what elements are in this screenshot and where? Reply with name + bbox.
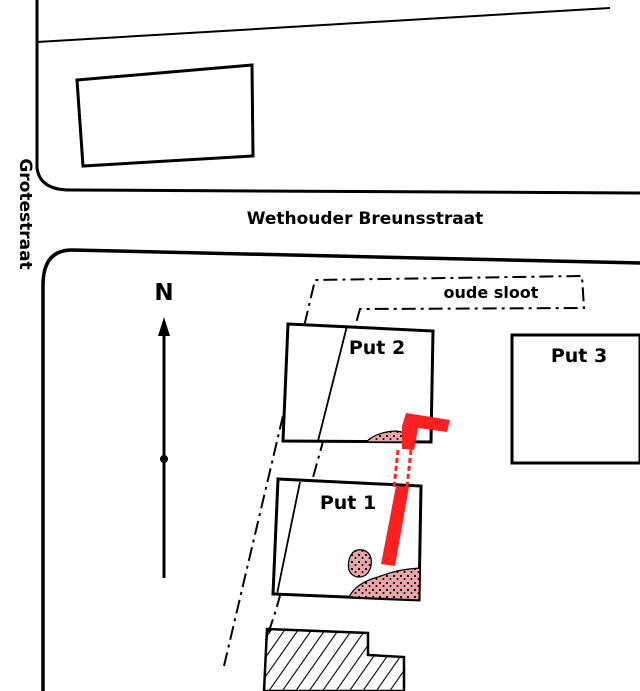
pit-label-put-2: Put 2 bbox=[349, 337, 405, 359]
street-edge-upper bbox=[35, 0, 640, 195]
old-ditch-label: oude sloot bbox=[444, 283, 539, 302]
building-hatched bbox=[262, 627, 406, 691]
old-ditch-outline bbox=[223, 274, 586, 667]
street-edge-top bbox=[36, 7, 611, 43]
north-arrow-icon bbox=[158, 317, 170, 578]
street-label-grotestraat: Grotestraat bbox=[15, 158, 35, 269]
street-label-wethouder-breunsstraat: Wethouder Breunsstraat bbox=[247, 209, 484, 229]
building-north bbox=[75, 63, 255, 168]
street-edge-lower bbox=[41, 248, 640, 691]
north-label: N bbox=[154, 280, 173, 306]
pit-put-3 bbox=[510, 333, 640, 465]
pit-put-2 bbox=[281, 322, 435, 444]
pit-label-put-1: Put 1 bbox=[320, 492, 376, 514]
pit-label-put-3: Put 3 bbox=[551, 345, 607, 367]
wall-remains bbox=[381, 413, 450, 566]
pit-put-1 bbox=[271, 477, 423, 602]
